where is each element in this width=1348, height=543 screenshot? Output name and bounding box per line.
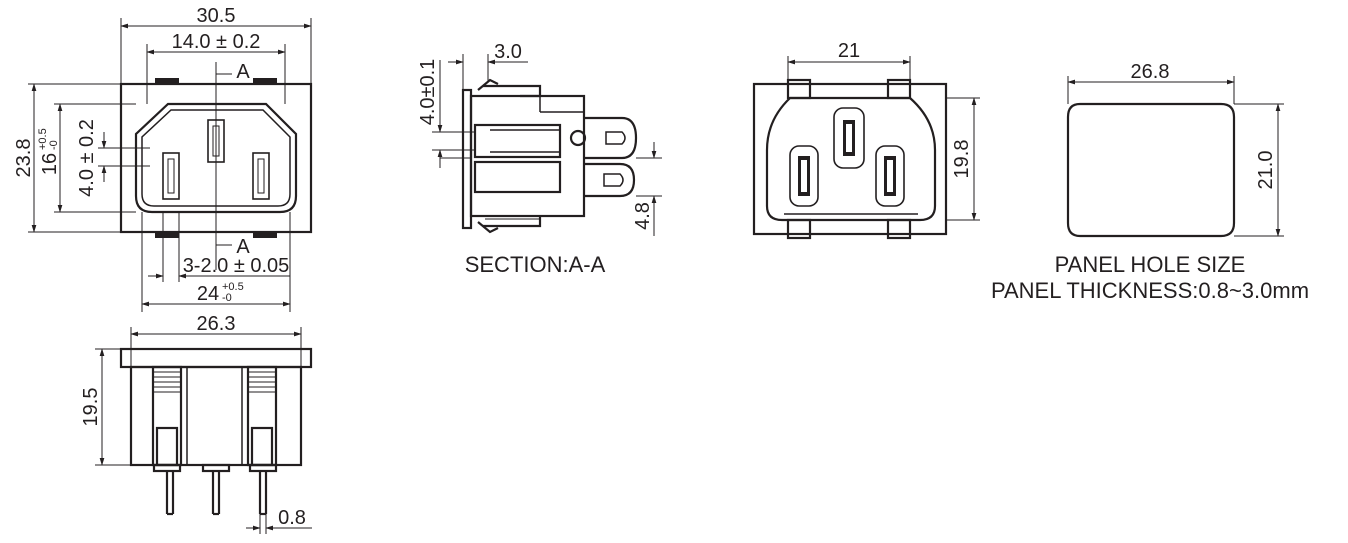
front-top-tab-right xyxy=(253,78,277,84)
dim-front-pin-spacing: 3-2.0 ± 0.05 xyxy=(183,255,290,277)
section-terminal-top xyxy=(584,116,638,160)
dim-back-width: 21 xyxy=(838,40,860,62)
side-flange xyxy=(119,347,313,369)
front-pin-right-core xyxy=(257,158,265,194)
front-pin-left-core xyxy=(167,158,175,194)
front-top-tab-left xyxy=(155,78,179,84)
dim-panel-width: 26.8 xyxy=(1131,61,1170,83)
side-view: 26.3 19.5 0.8 xyxy=(80,313,313,534)
dim-front-slot-height: 4.0 ± 0.2 xyxy=(76,119,98,197)
front-inlet-inner xyxy=(141,109,291,207)
dim-section-right: 4.8 xyxy=(632,202,654,230)
dim-side-pin: 0.8 xyxy=(278,507,306,529)
section-flange xyxy=(461,88,473,230)
section-rivet xyxy=(569,129,587,147)
back-flange xyxy=(752,82,948,236)
section-body xyxy=(469,94,586,218)
section-terminal-bottom xyxy=(584,162,636,198)
section-view: 3.0 4.0±0.1 4.8 SECTION:A-A xyxy=(417,41,662,277)
section-caption: SECTION:A-A xyxy=(465,252,606,277)
panel-caption-1: PANEL HOLE SIZE xyxy=(1055,252,1246,277)
front-view: 30.5 14.0 ± 0.2 A A 23.8 16 +0.5 -0 4.0 … xyxy=(13,5,313,312)
section-mark-top: A xyxy=(236,61,250,83)
front-pin-right xyxy=(252,152,270,200)
back-view: 21 19.8 xyxy=(752,40,980,240)
front-inlet-outline xyxy=(134,102,298,214)
front-pin-left xyxy=(162,152,180,200)
dim-front-height-inner: 16 xyxy=(39,153,61,175)
dim-front-bottom: 24 xyxy=(197,283,219,305)
dim-back-height: 19.8 xyxy=(951,140,973,179)
front-bottom-tab-right xyxy=(253,232,277,238)
panel-hole: 26.8 21.0 PANEL HOLE SIZE PANEL THICKNES… xyxy=(991,61,1309,303)
dim-panel-height: 21.0 xyxy=(1255,151,1277,190)
dim-front-width-overall: 30.5 xyxy=(197,5,236,27)
front-bottom-tab-left xyxy=(155,232,179,238)
dim-front-height-inner-tol-minus: -0 xyxy=(48,140,60,150)
dim-front-bottom-tol-plus: +0.5 xyxy=(222,281,244,293)
panel-hole-outline xyxy=(1066,102,1236,238)
dim-side-width: 26.3 xyxy=(197,313,236,335)
dim-section-top: 3.0 xyxy=(494,41,522,63)
section-mark-bottom: A xyxy=(236,236,250,258)
dim-front-height-overall: 23.8 xyxy=(13,139,35,178)
dim-section-left: 4.0±0.1 xyxy=(417,59,439,126)
dim-front-width-inner: 14.0 ± 0.2 xyxy=(172,31,261,53)
dim-front-bottom-tol-minus: -0 xyxy=(222,292,232,304)
panel-caption-2: PANEL THICKNESS:0.8~3.0mm xyxy=(991,278,1309,303)
dim-front-height-inner-tol-plus: +0.5 xyxy=(37,128,49,150)
dim-side-height: 19.5 xyxy=(80,388,102,427)
back-inlet-outline xyxy=(765,96,937,222)
